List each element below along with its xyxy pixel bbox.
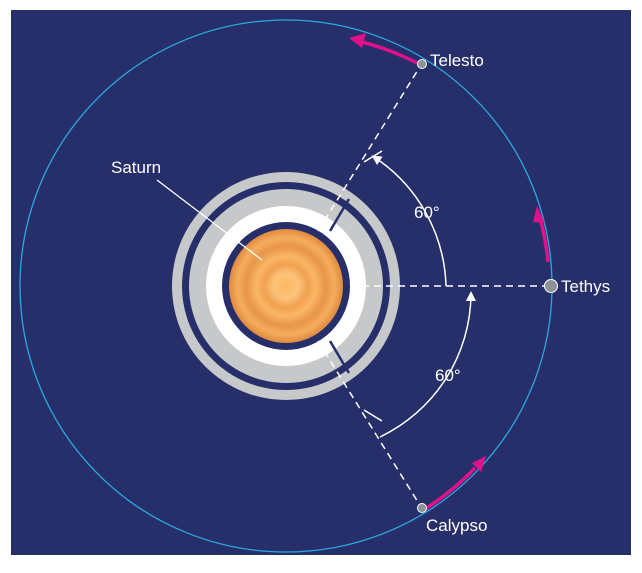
calypso-label: Calypso xyxy=(426,516,487,535)
telesto-arrowhead xyxy=(349,33,366,48)
lower-angle-arc xyxy=(379,291,476,438)
telesto-moon xyxy=(417,59,427,69)
tethys-arrowhead xyxy=(533,206,545,223)
calypso-arrowhead xyxy=(472,456,486,472)
angle-label-lower: 60° xyxy=(435,366,461,385)
tethys-moon xyxy=(544,279,558,293)
angle-label-upper: 60° xyxy=(414,203,440,222)
tethys-label: Tethys xyxy=(561,277,610,296)
motion-arrowheads xyxy=(349,33,545,472)
telesto-motion-arrow xyxy=(361,40,418,65)
saturn-label: Saturn xyxy=(111,158,161,177)
line-to-calypso xyxy=(317,340,422,508)
saturn-planet xyxy=(229,229,343,343)
angle-markers xyxy=(363,150,476,438)
calypso-moon xyxy=(417,503,427,513)
telesto-label: Telesto xyxy=(430,51,484,70)
line-to-telesto xyxy=(317,64,422,232)
reference-lines xyxy=(317,64,549,508)
saturn-pointer-line xyxy=(156,179,263,261)
upper-angle-arc xyxy=(371,155,447,287)
ring-crossing-ticks xyxy=(328,198,351,374)
